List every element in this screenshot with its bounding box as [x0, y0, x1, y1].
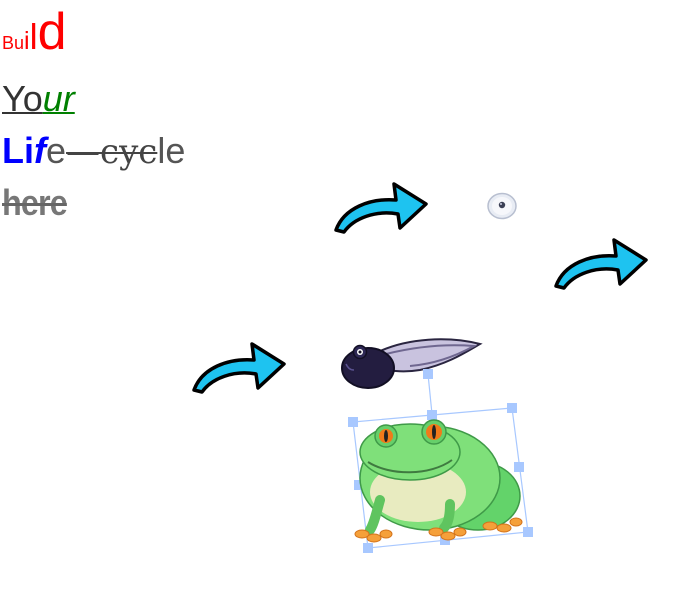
frog-egg-icon — [487, 192, 517, 220]
title-line-your: Your — [2, 78, 75, 120]
arrow-sprite-3[interactable] — [188, 338, 288, 401]
title-letter: i — [24, 27, 30, 55]
title-line-build: Build — [2, 2, 67, 62]
title-word-f: f — [34, 130, 46, 171]
title-word-ur: ur — [42, 78, 75, 119]
arrow-sprite-1[interactable] — [330, 178, 430, 241]
title-word-li: Li — [2, 130, 34, 171]
egg-sprite[interactable] — [486, 191, 518, 226]
title-word-yo: Yo — [2, 78, 43, 119]
frog-sprite[interactable] — [340, 369, 540, 561]
arrow-icon — [554, 238, 648, 290]
arrow-sprite-2[interactable] — [550, 234, 650, 297]
title-letter: B — [2, 33, 15, 53]
tadpole-sprite[interactable] — [338, 334, 486, 401]
title-word-e: e — [46, 130, 67, 171]
arrow-icon — [192, 342, 286, 394]
title-letter: l — [29, 16, 38, 57]
title-line-here: here — [2, 182, 74, 224]
title-word-cyc: —cyc — [66, 132, 158, 172]
title-word-here: here — [2, 182, 68, 223]
title-letter: d — [37, 3, 67, 61]
title-line-lifecycle: Life—cycle — [2, 130, 185, 172]
title-word-lif: Lif — [2, 130, 46, 171]
title-letter: u — [14, 33, 25, 53]
arrow-icon — [334, 182, 428, 234]
frog-icon — [348, 369, 533, 553]
title-word-le: le — [157, 130, 186, 171]
tadpole-icon — [341, 338, 483, 389]
